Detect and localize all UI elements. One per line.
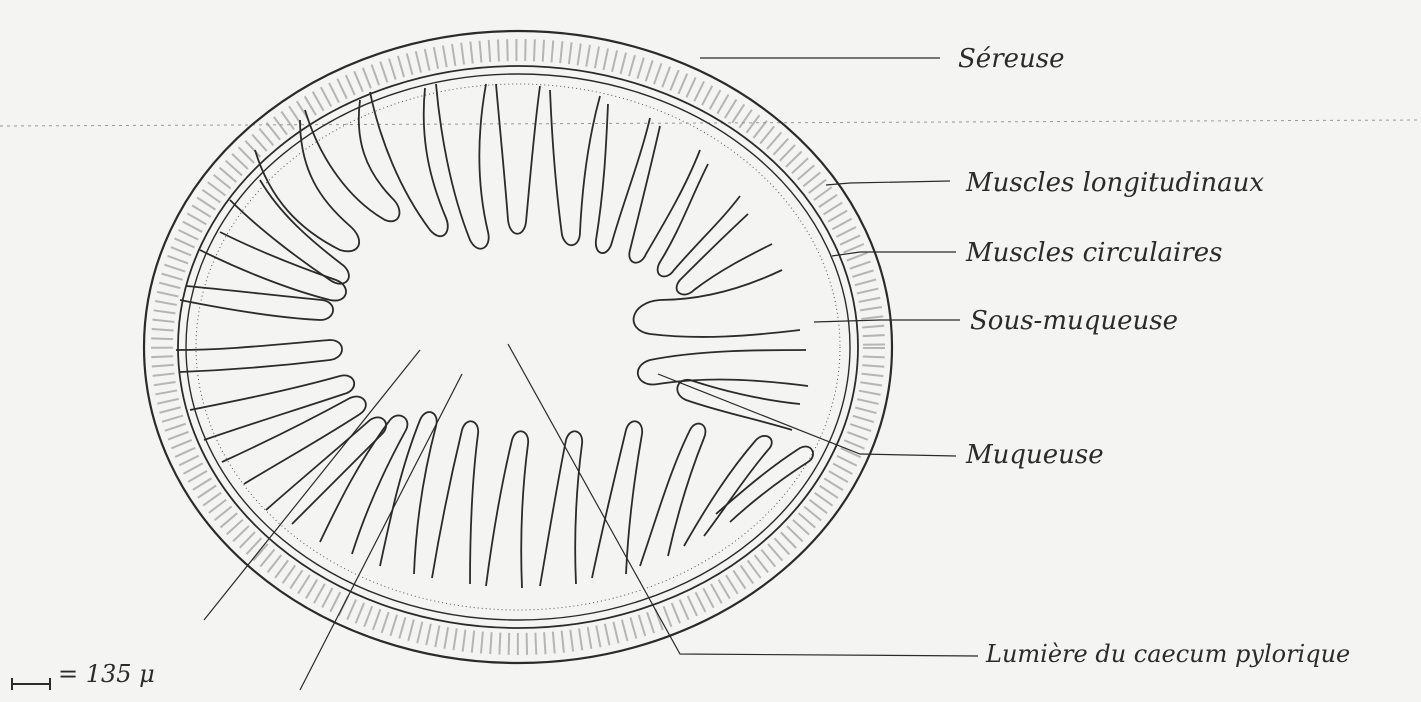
pointer-lumiere — [508, 344, 978, 656]
circular-muscle-edge — [186, 74, 850, 620]
pointer-lower-left-1 — [204, 350, 420, 620]
pointer-sous-muqueuse — [814, 320, 960, 322]
longitudinal-muscle-hatching — [162, 50, 874, 644]
label-muscles-circulaires: Muscles circulaires — [966, 238, 1222, 268]
submucosa-edge — [196, 84, 840, 610]
label-muscles-longitudinaux: Muscles longitudinaux — [966, 168, 1264, 198]
scale-bar-label: = 135 μ — [58, 660, 155, 688]
label-muqueuse: Muqueuse — [966, 440, 1104, 470]
label-sereuse: Séreuse — [958, 44, 1065, 74]
longitudinal-muscle-inner-edge — [178, 66, 858, 628]
label-lumiere-caecum: Lumière du caecum pylorique — [986, 640, 1350, 668]
pointer-longitudinaux — [826, 181, 950, 185]
scale-bar — [12, 678, 50, 690]
label-sous-muqueuse: Sous-muqueuse — [970, 306, 1178, 336]
pointer-circulaires — [832, 252, 956, 256]
mucosal-folds — [176, 84, 813, 588]
